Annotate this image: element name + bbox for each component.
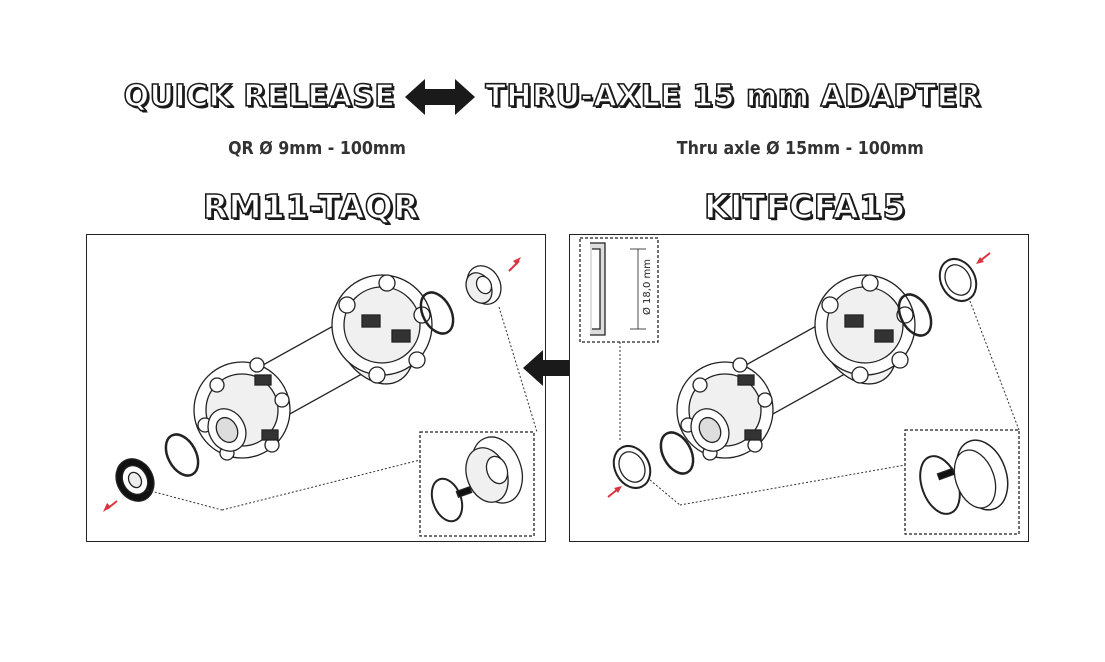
right-flange: [814, 274, 916, 384]
right-flange: [331, 274, 433, 384]
diagram-panel-thru-axle: Ø 18,0 mm: [569, 234, 1029, 542]
hub-exploded-view-thru-axle: Ø 18,0 mm: [579, 237, 1020, 535]
adapter-ring-left: [612, 444, 652, 490]
part-code-right: KITFCFA15: [703, 186, 906, 227]
title-thru-axle-adapter: THRU-AXLE 15 mm ADAPTER: [485, 78, 982, 115]
qr-end-cap-left: [115, 458, 155, 502]
detail-part: [919, 439, 1009, 515]
page-title: QUICK RELEASE THRU-AXLE 15 mm ADAPTER: [0, 78, 1105, 116]
title-quick-release: QUICK RELEASE: [123, 78, 396, 115]
adapter-cross-section: [590, 242, 646, 336]
double-arrow-icon: [405, 79, 476, 115]
part-code-left: RM11-TAQR: [202, 186, 420, 227]
hub-exploded-view-qr: [103, 257, 538, 537]
diagram-panel-quick-release: [86, 234, 546, 542]
adapter-ring-right: [938, 257, 978, 303]
spec-thru-axle: Thru axle Ø 15mm - 100mm: [676, 138, 924, 159]
red-arrow-icon: [607, 252, 991, 498]
spec-quick-release: QR Ø 9mm - 100mm: [228, 138, 406, 159]
qr-end-cap-right: [465, 265, 502, 305]
detail-part: [430, 436, 524, 523]
dimension-label: Ø 18,0 mm: [641, 259, 653, 315]
red-arrow-icon: [103, 257, 521, 512]
